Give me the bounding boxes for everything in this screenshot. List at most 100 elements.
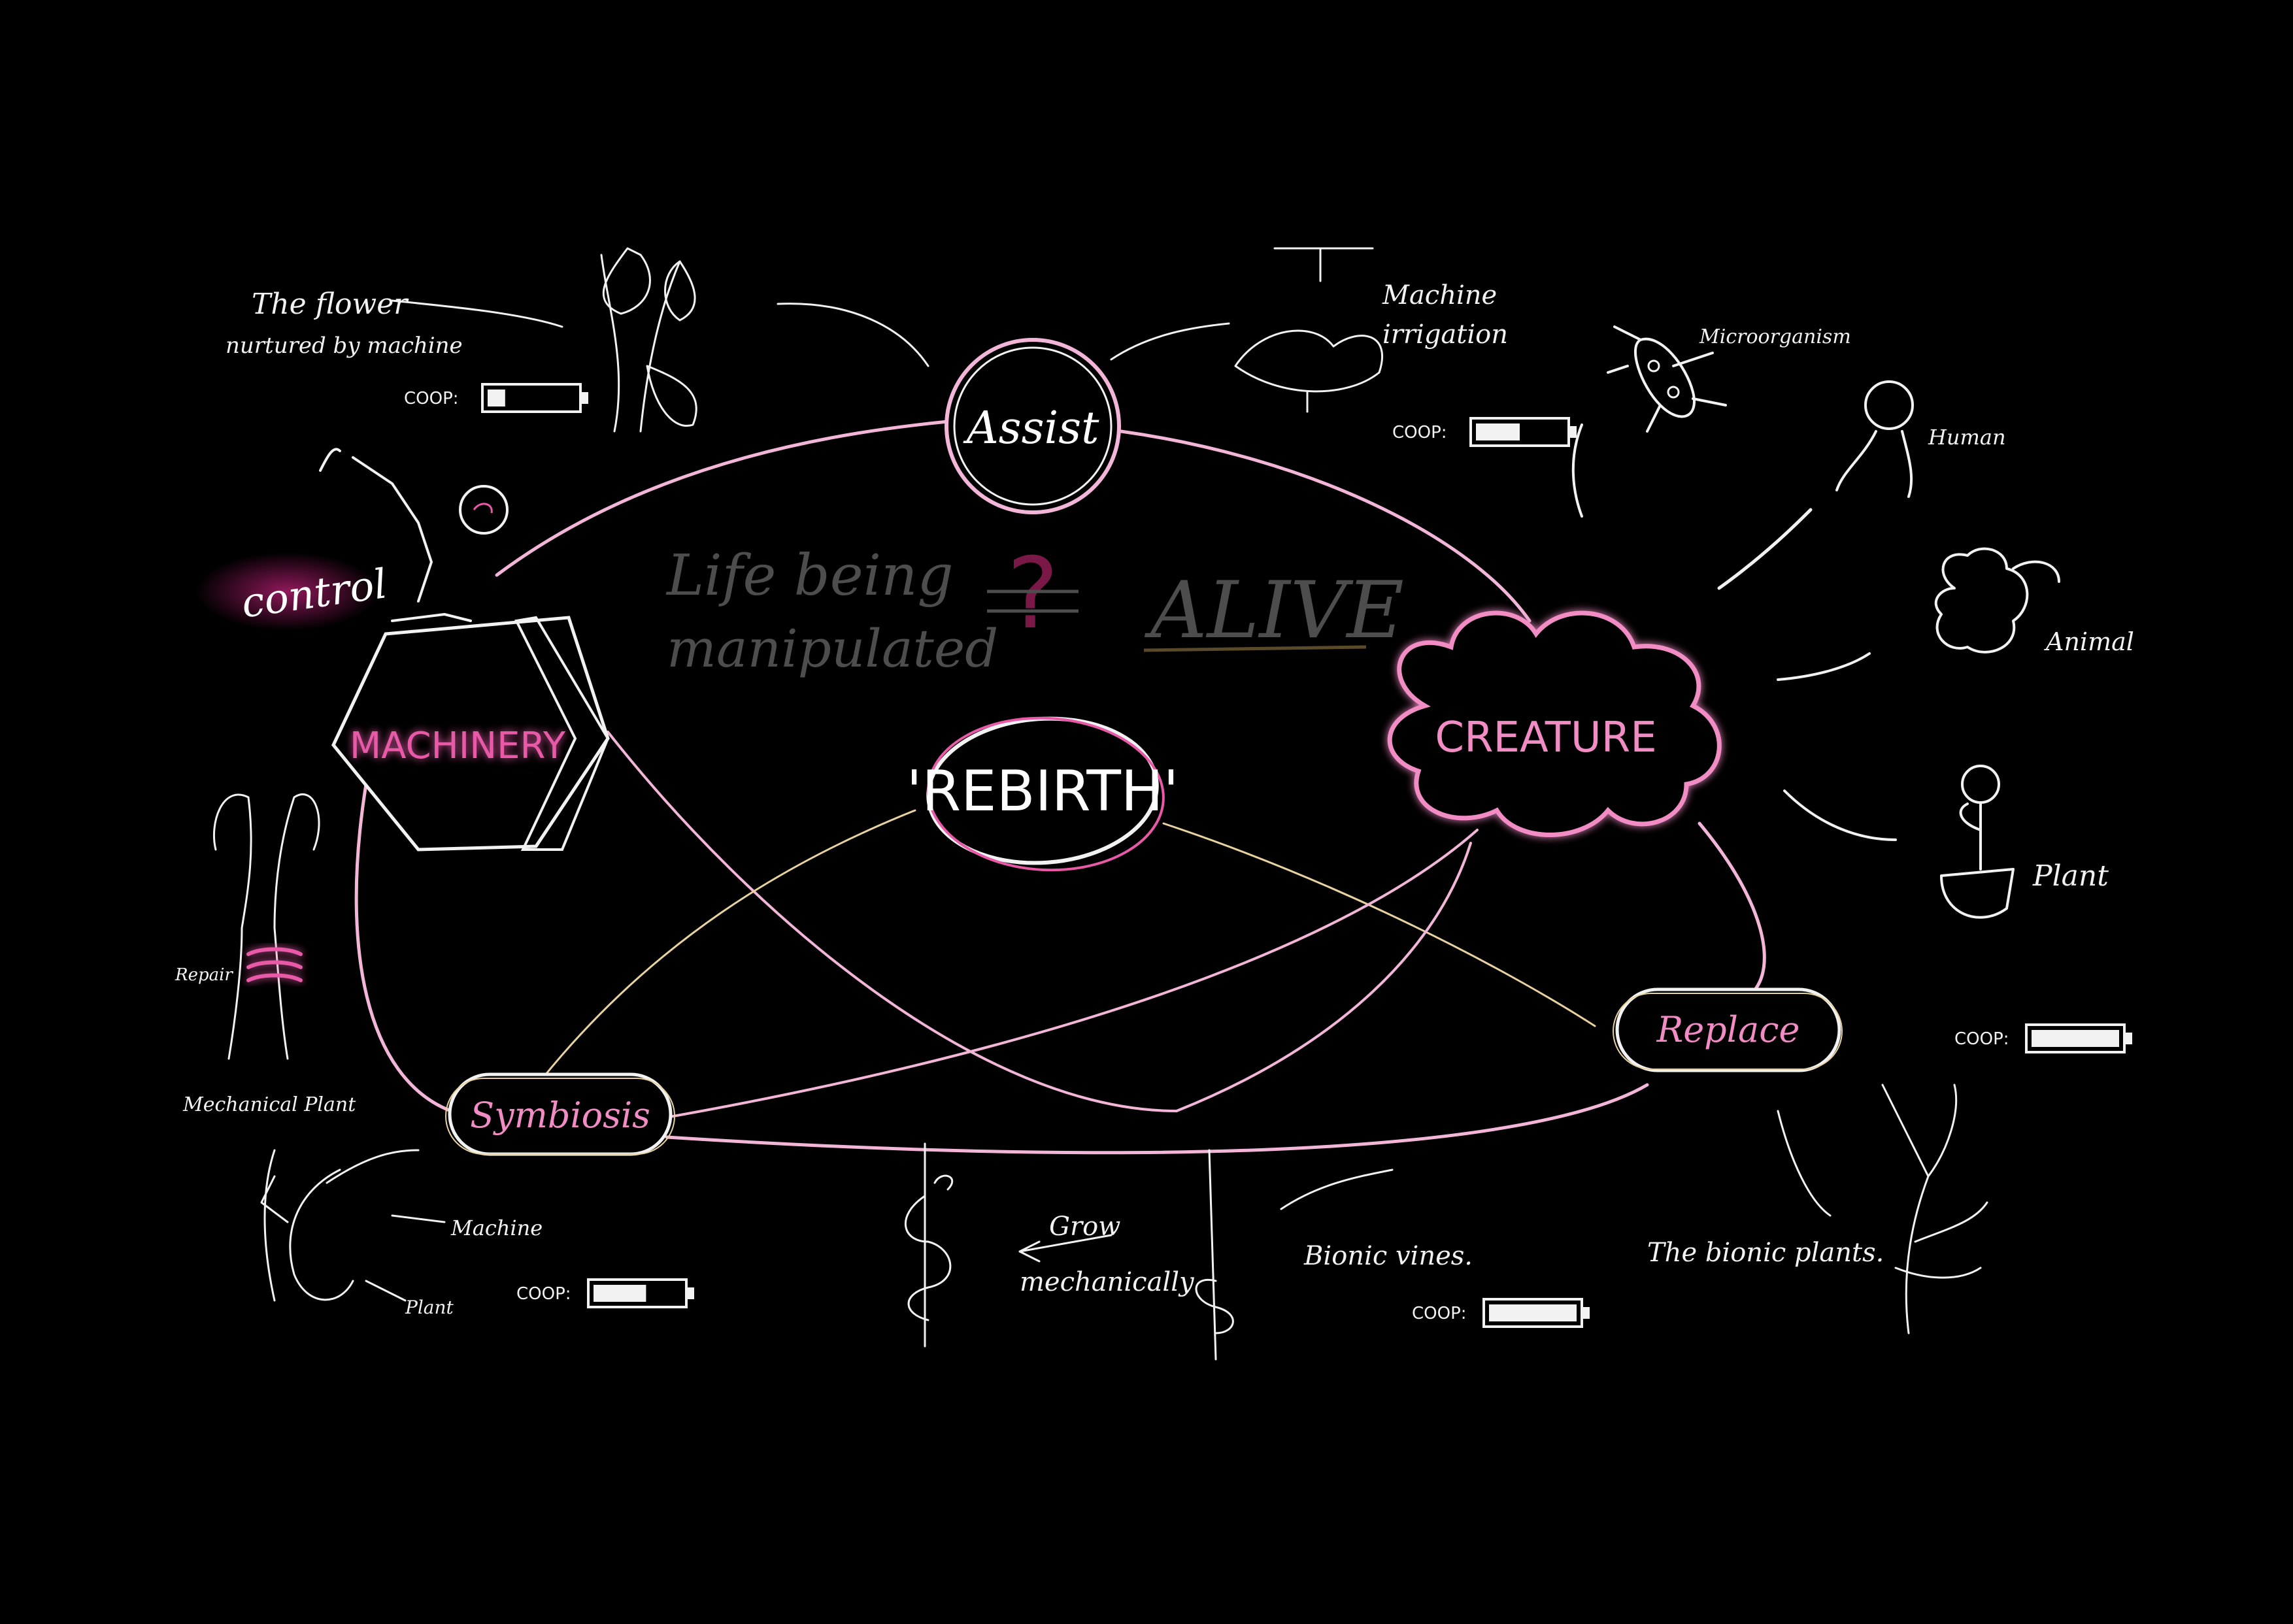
machinery-side xyxy=(514,616,610,851)
replace-node: Replace xyxy=(1613,987,1843,1072)
assist-label: Assist xyxy=(963,403,1100,454)
battery-body xyxy=(1469,417,1570,447)
edge-symbiosis-machinery xyxy=(354,782,453,1113)
annotations: The flower nurtured by machine Machine i… xyxy=(175,280,2134,1318)
creature-cloud xyxy=(1387,610,1722,837)
bionic-plants-label: The bionic plants. xyxy=(1647,1238,1884,1268)
vine-sketch-left xyxy=(905,1142,954,1348)
mechanical-plant-arrows xyxy=(365,1214,446,1302)
question-right: ALIVE xyxy=(1144,565,1404,656)
battery-prefix: COOP: xyxy=(1392,423,1447,442)
machinery-hexagon xyxy=(331,616,610,852)
mechanical-tree-sketch xyxy=(212,793,320,1060)
battery-irrigation: COOP: xyxy=(1392,417,1577,447)
creature-node: CREATURE xyxy=(1387,610,1722,837)
battery-body xyxy=(481,383,582,413)
symbiosis-pill-outer xyxy=(445,1078,675,1155)
battery-prefix: COOP: xyxy=(1954,1029,2009,1049)
irrigation-label-line2: irrigation xyxy=(1382,320,1508,350)
battery-fill xyxy=(488,389,505,406)
connection-lines xyxy=(326,299,1897,1217)
replace-label: Replace xyxy=(1656,1009,1800,1050)
edge-symbiosis-creature xyxy=(587,829,1479,1132)
branch-flower xyxy=(391,299,563,328)
control-group: control xyxy=(196,552,390,631)
edge-replace-symbiosis xyxy=(665,1083,1649,1155)
rebirth-outline-pink xyxy=(927,716,1165,872)
question-left-line2: manipulated xyxy=(667,618,998,679)
replace-pill-outer xyxy=(1613,993,1843,1070)
symbiosis-label: Symbiosis xyxy=(470,1095,650,1136)
control-glow xyxy=(196,552,379,631)
mechanical-plant-sketch xyxy=(260,1149,446,1302)
irrigation-sketch xyxy=(1234,247,1384,413)
edge-assist-creature xyxy=(1119,429,1531,623)
irrigation-label-line1: Machine xyxy=(1382,280,1497,310)
mechanical-plant-label: Mechanical Plant xyxy=(182,1093,356,1116)
animal-sketch xyxy=(1934,547,2060,654)
plant-small-label: Plant xyxy=(405,1297,454,1318)
microorganism-label: Microorganism xyxy=(1699,325,1851,348)
battery-vines: COOP: xyxy=(1412,1298,1590,1328)
battery-terminal xyxy=(1583,1307,1590,1319)
battery-terminal xyxy=(2126,1033,2132,1044)
branch-vines xyxy=(1280,1168,1394,1210)
human-label: Human xyxy=(1928,425,2006,450)
battery-replace: COOP: xyxy=(1954,1023,2132,1053)
grow-arrow xyxy=(1018,1234,1113,1263)
battery-fill xyxy=(594,1285,646,1302)
question-symbol: ? xyxy=(1007,537,1059,651)
replace-pill xyxy=(1615,987,1841,1072)
question-group: Life being manipulated ? ALIVE xyxy=(665,537,1404,679)
rebirth-node: 'REBIRTH' xyxy=(907,716,1179,872)
bionic-plant-sketch xyxy=(1881,1084,1988,1334)
spoke-microorganism xyxy=(1571,423,1583,518)
branch-mechanical-plant xyxy=(326,1149,420,1184)
battery-fill xyxy=(1489,1304,1577,1321)
battery-body xyxy=(1482,1298,1583,1328)
battery-prefix: COOP: xyxy=(1412,1304,1467,1323)
animal-label: Animal xyxy=(2044,627,2134,656)
robot-arm-sketch xyxy=(319,448,509,622)
microorganism-sketch xyxy=(1607,325,1727,433)
machinery-label: MACHINERY xyxy=(350,725,566,767)
vine-sketch-right xyxy=(1195,1149,1234,1361)
edge-symbiosis-rebirth xyxy=(541,809,916,1080)
flower-label-line2: nurtured by machine xyxy=(226,333,463,359)
assist-circle xyxy=(945,338,1121,514)
grow-label-line1: Grow xyxy=(1049,1212,1120,1242)
plant-sketch xyxy=(1940,765,2015,919)
battery-prefix: COOP: xyxy=(404,389,459,408)
battery-terminal xyxy=(688,1287,694,1299)
edge-creature-replace xyxy=(1698,821,1766,995)
human-sketch xyxy=(1835,380,1914,498)
repair-label: Repair xyxy=(175,965,233,985)
edge-cross-creature xyxy=(1175,842,1472,1112)
assist-inner-circle xyxy=(953,346,1113,506)
battery-symbiosis: COOP: xyxy=(516,1278,694,1308)
alive-underline xyxy=(1143,645,1367,652)
spoke-plant xyxy=(1783,789,1897,841)
machinery-node: MACHINERY xyxy=(331,616,610,852)
grow-label-line2: mechanically xyxy=(1020,1267,1195,1297)
symbiosis-node: Symbiosis xyxy=(445,1072,675,1156)
edge-machinery-assist xyxy=(495,420,950,577)
flower-sketch xyxy=(600,247,697,433)
battery-body xyxy=(2025,1023,2126,1053)
battery-terminal xyxy=(1570,426,1577,438)
battery-fill xyxy=(2032,1030,2119,1047)
edge-rebirth-replace xyxy=(1162,822,1596,1027)
edge-machinery-cross xyxy=(607,731,1178,1112)
assist-node: Assist xyxy=(945,338,1121,514)
question-left-line1: Life being xyxy=(665,543,954,608)
plant-label: Plant xyxy=(2032,859,2109,893)
creature-label: CREATURE xyxy=(1435,714,1656,762)
battery-prefix: COOP: xyxy=(516,1284,571,1304)
battery-fill xyxy=(1476,423,1520,440)
rebirth-label: 'REBIRTH' xyxy=(907,759,1179,824)
branch-irrigation xyxy=(1110,322,1230,361)
machine-label: Machine xyxy=(450,1216,543,1240)
spoke-human xyxy=(1717,508,1813,590)
